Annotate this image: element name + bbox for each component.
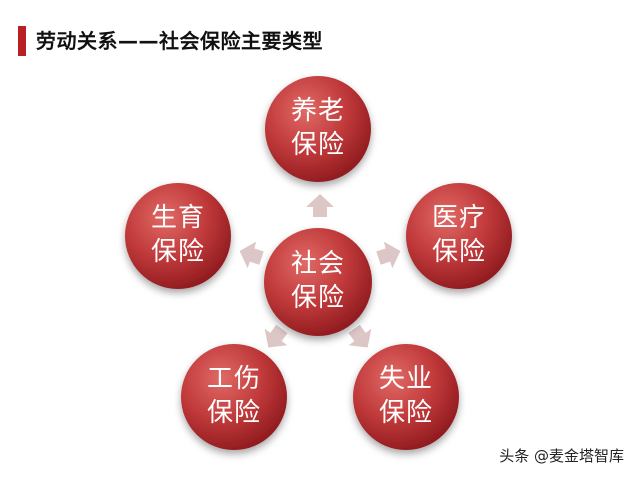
arrow-to-maternity — [239, 241, 264, 269]
node-pension: 养老 保险 — [265, 76, 371, 182]
node-injury: 工伤 保险 — [181, 344, 287, 450]
node-medical-line2: 保险 — [432, 237, 486, 267]
node-unemployment-line1: 失业 — [379, 364, 433, 394]
arrow-to-medical — [376, 241, 401, 269]
center-line1: 社会 — [291, 249, 345, 279]
arrow-to-pension — [306, 194, 334, 217]
arrow-to-injury — [264, 324, 288, 348]
title-accent-bar — [18, 26, 26, 56]
node-medical-line1: 医疗 — [432, 203, 486, 233]
node-maternity: 生育 保险 — [125, 183, 231, 289]
slide-title: 劳动关系——社会保险主要类型 — [36, 29, 323, 53]
node-maternity-line1: 生育 — [151, 203, 205, 233]
node-injury-line1: 工伤 — [207, 364, 261, 394]
node-pension-line2: 保险 — [291, 130, 345, 160]
node-center-social-insurance: 社会 保险 — [264, 228, 372, 336]
node-unemployment-line2: 保险 — [379, 398, 433, 428]
center-line2: 保险 — [291, 283, 345, 313]
watermark: 头条 @麦金塔智库 — [499, 447, 624, 465]
node-maternity-line2: 保险 — [151, 237, 205, 267]
node-pension-line1: 养老 — [291, 96, 345, 126]
node-injury-line2: 保险 — [207, 398, 261, 428]
arrow-to-unemployment — [348, 324, 372, 348]
node-unemployment: 失业 保险 — [353, 344, 459, 450]
node-medical: 医疗 保险 — [406, 183, 512, 289]
